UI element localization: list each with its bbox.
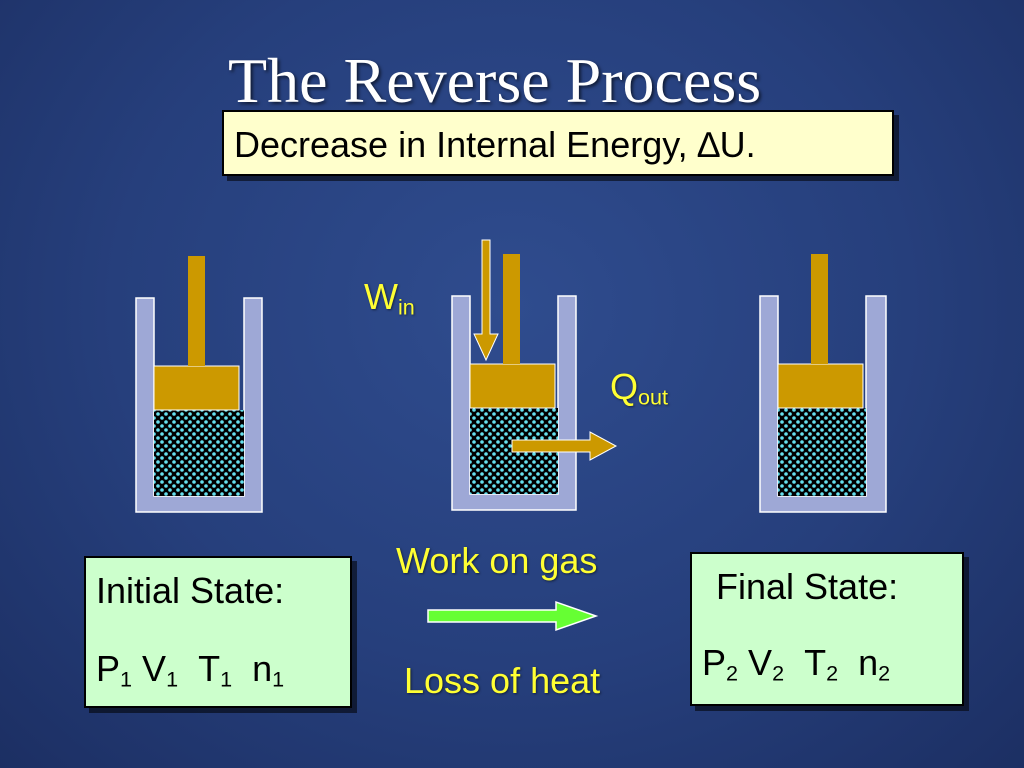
cylinder-initial [135, 256, 263, 513]
piston-rod-final [811, 254, 828, 364]
initial-state-vars: P1 V1 T1 n1 [96, 648, 284, 692]
piston-final [777, 363, 864, 409]
initial-state-heading: Initial State: [96, 570, 285, 611]
initial-var-v: V1 [142, 648, 179, 692]
work-in-symbol: W [364, 276, 398, 317]
final-state-box: Final State: P2 V2 T2 n2 [690, 552, 964, 706]
initial-var-t: T1 [198, 648, 233, 692]
final-state-vars: P2 V2 T2 n2 [702, 642, 890, 686]
gas-initial [154, 410, 244, 496]
work-in-arrow [473, 239, 499, 362]
subtitle-box: Decrease in Internal Energy, ∆U. [222, 110, 894, 176]
piston-initial [153, 365, 240, 411]
process-arrow [427, 600, 599, 632]
cylinder-final [759, 254, 887, 513]
piston-rod-initial [188, 256, 205, 366]
work-in-label: Win [364, 276, 415, 320]
cylinder-middle [451, 239, 618, 511]
final-state-heading: Final State: [716, 566, 899, 607]
loss-of-heat-label: Loss of heat [404, 660, 601, 701]
heat-out-arrow [511, 431, 618, 461]
initial-var-n: n1 [252, 648, 285, 692]
subtitle-text: Decrease in Internal Energy, ∆U. [234, 124, 756, 165]
piston-middle [469, 363, 556, 409]
piston-rod-middle [503, 254, 520, 364]
gas-final [778, 408, 866, 496]
work-in-subscript: in [397, 294, 415, 320]
initial-state-box: Initial State: P1 V1 T1 n1 [84, 556, 352, 708]
initial-var-p: P1 [96, 648, 133, 692]
final-var-n: n2 [858, 642, 891, 686]
final-var-t: T2 [804, 642, 839, 686]
final-var-p: P2 [702, 642, 739, 686]
heat-out-symbol: Q [610, 366, 639, 407]
final-var-v: V2 [748, 642, 785, 686]
heat-out-label: Qout [610, 366, 668, 410]
heat-out-subscript: out [638, 384, 669, 410]
work-on-gas-label: Work on gas [396, 540, 598, 581]
slide-title: The Reverse Process [228, 45, 762, 116]
